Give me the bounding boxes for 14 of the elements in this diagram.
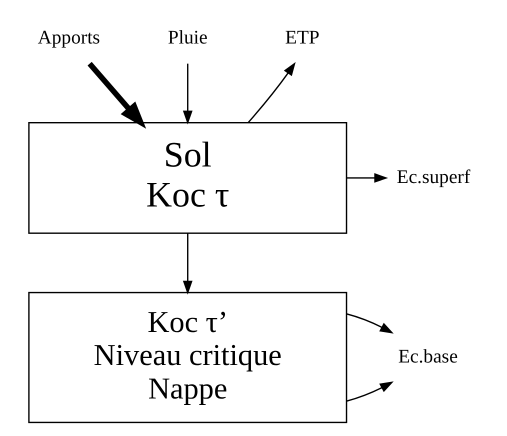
arrow bbox=[346, 173, 388, 183]
node-text: Ec.superf bbox=[396, 167, 470, 188]
node-text: Pluie bbox=[167, 28, 208, 49]
arrow bbox=[182, 233, 192, 295]
arrow bbox=[87, 62, 146, 129]
arrow bbox=[182, 64, 192, 124]
node-text: Apports bbox=[37, 28, 100, 49]
arrow bbox=[247, 62, 296, 123]
arrow bbox=[346, 313, 394, 334]
node-box: Sol Koc τ bbox=[28, 122, 347, 234]
node-text: ETP bbox=[284, 28, 320, 49]
arrow bbox=[346, 381, 394, 402]
node-text: Ec.base bbox=[398, 346, 458, 368]
node-box: Koc τ’ Niveau critique Nappe bbox=[28, 292, 347, 424]
